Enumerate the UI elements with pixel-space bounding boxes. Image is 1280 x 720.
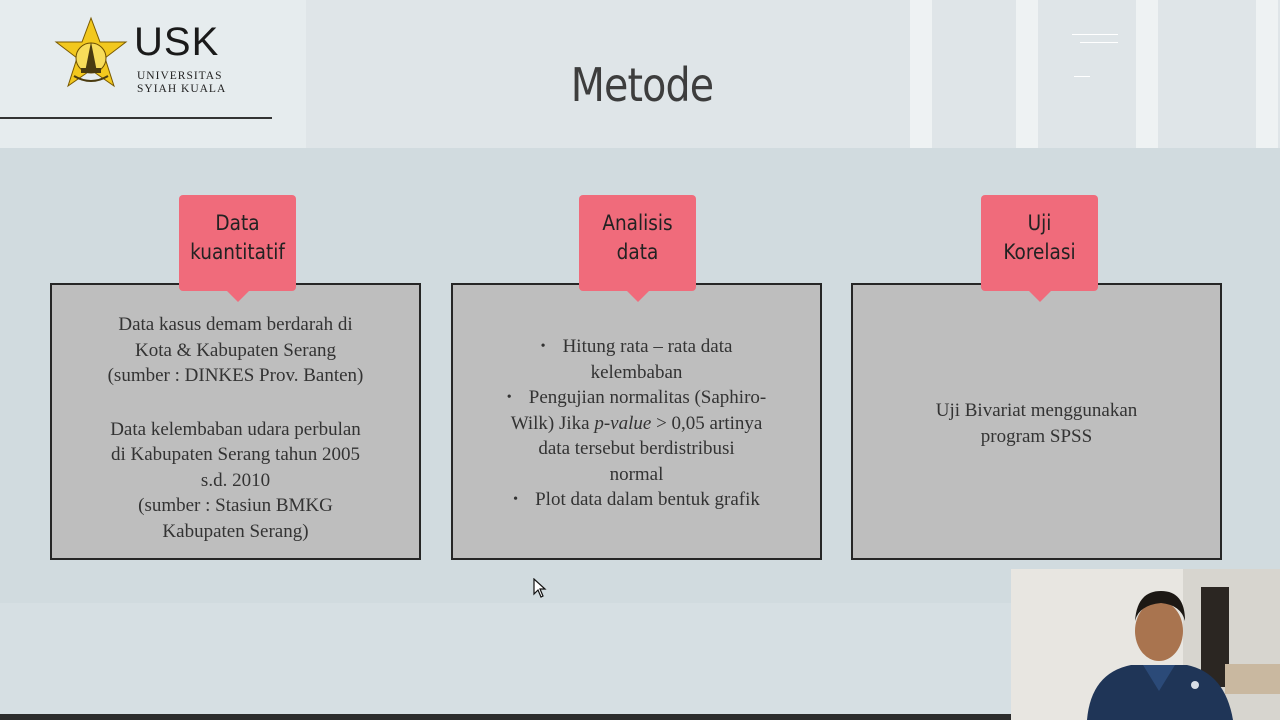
logo-line-2: SYIAH KUALA (137, 83, 227, 95)
text-line: Uji Bivariat menggunakan (935, 400, 1138, 421)
section-box-data-kuantitatif: Data kasus demam berdarah di Kota & Kabu… (50, 283, 421, 560)
section-box-analisis-data: • Hitung rata – rata data kelembaban • Pen… (451, 283, 822, 560)
tag-pointer (225, 290, 250, 302)
section-bullets: • Hitung rata – rata data kelembaban • Pen… (471, 334, 802, 513)
presenter-video-icon (1011, 569, 1280, 720)
bullet-continuation: Wilk) Jika p-value > 0,05 artinya (471, 411, 802, 437)
text-line: Kabupaten Serang) (162, 520, 309, 542)
bullet-text: > 0,05 artinya (656, 412, 763, 434)
bullet-text: Plot data dalam bentuk grafik (535, 489, 760, 510)
tag-pointer (625, 290, 650, 302)
text-line: Data kelembaban udara perbulan (110, 418, 361, 440)
tag-pointer (1027, 290, 1052, 302)
section-text: Uji Bivariat menggunakan program SPSS (871, 398, 1202, 449)
tag-data-kuantitatif: Data kuantitatif (179, 195, 296, 302)
bullet-dot-icon: • (540, 339, 546, 354)
bullet-text: Hitung rata – rata data (562, 336, 733, 357)
text-line: Kota & Kabupaten Serang (134, 339, 337, 361)
bullet-item: • Plot data dalam bentuk grafik (471, 487, 802, 513)
text-line: (sumber : Stasiun BMKG (138, 495, 333, 516)
slide-title: Metode (570, 58, 714, 112)
bottom-edge (0, 714, 1011, 720)
blank-line (70, 389, 401, 417)
decor-stripe (1136, 0, 1158, 148)
decor-line (1074, 76, 1090, 77)
text-line: Data kasus demam berdarah di (118, 314, 353, 335)
bullet-continuation: data tersebut berdistribusi (538, 438, 735, 459)
bullet-item: • Hitung rata – rata data (471, 334, 802, 360)
section-box-uji-korelasi: Uji Bivariat menggunakan program SPSS (851, 283, 1222, 560)
decor-stripe (1016, 0, 1038, 148)
p-value-text: p-value (594, 412, 652, 434)
usk-emblem-icon (54, 16, 128, 88)
text-line: (sumber : DINKES Prov. Banten) (107, 365, 364, 386)
decor-stripe (910, 0, 932, 148)
logo-underline (0, 117, 272, 119)
text-line: program SPSS (980, 425, 1093, 447)
webcam-overlay (1011, 569, 1280, 720)
text-line: s.d. 2010 (200, 469, 271, 491)
decor-line (1072, 34, 1118, 35)
tag-uji-korelasi: Uji Korelasi (981, 195, 1098, 302)
decor-line (1080, 42, 1118, 43)
bullet-text: Wilk) Jika (510, 412, 590, 434)
mouse-cursor-icon (533, 578, 547, 598)
bullet-dot-icon: • (506, 390, 512, 405)
logo-panel (0, 0, 306, 148)
bullet-item: • Pengujian normalitas (Saphiro- (471, 385, 802, 411)
section-text: Data kasus demam berdarah di Kota & Kabu… (70, 312, 401, 544)
bullet-dot-icon: • (513, 492, 519, 507)
tag-line: Analisis (602, 211, 673, 235)
tag-line: Uji (1027, 211, 1052, 235)
bullet-text: Pengujian normalitas (Saphiro- (528, 387, 767, 408)
logo-acronym: USK (134, 20, 220, 64)
bullet-continuation: kelembaban (590, 361, 683, 383)
logo-line-1: UNIVERSITAS (137, 70, 223, 82)
tag-line: Data (215, 211, 260, 235)
tag-line: Korelasi (1003, 240, 1076, 264)
bullet-continuation: normal (609, 463, 664, 485)
tag-analisis-data: Analisis data (579, 195, 696, 302)
tag-line: kuantitatif (190, 240, 285, 264)
decor-stripe (1256, 0, 1278, 148)
tag-line: data (616, 240, 659, 264)
text-line: di Kabupaten Serang tahun 2005 (110, 444, 361, 465)
